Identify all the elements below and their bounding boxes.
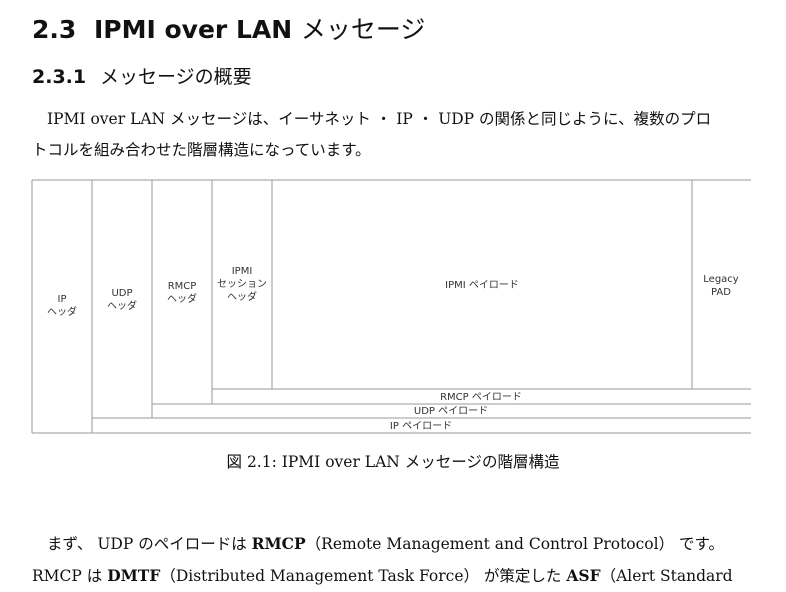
ipmi-session-header-label-2: セッション	[217, 278, 267, 290]
section-title-jp: メッセージ	[300, 15, 426, 44]
body-paragraph: まず、 UDP のペイロードは RMCP（Remote Management a…	[32, 528, 754, 592]
intro-paragraph: IPMI over LAN メッセージは、イーサネット ・ IP ・ UDP の…	[32, 104, 754, 166]
udp-header-label-2: ヘッダ	[107, 299, 137, 312]
figure-caption: 図 2.1: IPMI over LAN メッセージの階層構造	[226, 453, 560, 471]
section-heading: 2.3 IPMI over LAN メッセージ	[32, 10, 425, 46]
term-asf: ASF	[566, 566, 601, 585]
body-text-2: （Remote Management and Control Protocol）…	[305, 535, 724, 553]
rmcp-header-label-2: ヘッダ	[167, 292, 197, 305]
protocol-layer-diagram: IP ヘッダ UDP ヘッダ RMCP ヘッダ IPMI セッション ヘッダ I…	[31, 179, 751, 434]
term-rmcp: RMCP	[251, 534, 306, 553]
rmcp-payload-label: RMCP ペイロード	[440, 392, 522, 403]
ip-header-label-2: ヘッダ	[47, 305, 77, 318]
intro-line-2: トコルを組み合わせた階層構造になっています。	[32, 141, 371, 159]
ip-header-label-1: IP	[58, 294, 67, 305]
subsection-number: 2.3.1	[32, 66, 87, 88]
subsection-heading: 2.3.1 メッセージの概要	[32, 62, 252, 89]
ipmi-session-header-label-1: IPMI	[232, 266, 253, 277]
udp-header-label-1: UDP	[111, 288, 132, 299]
body-text-1: まず、 UDP のペイロードは	[47, 535, 252, 553]
term-dmtf: DMTF	[107, 566, 161, 585]
udp-payload-label: UDP ペイロード	[414, 406, 488, 417]
body-text-3: RMCP は	[32, 567, 108, 585]
ipmi-payload-label: IPMI ペイロード	[445, 280, 519, 291]
legacy-pad-label-1: Legacy	[703, 274, 739, 285]
body-text-5: （Alert Standard	[600, 567, 733, 585]
body-text-4: （Distributed Management Task Force） が策定し…	[160, 567, 567, 585]
section-number: 2.3	[32, 15, 77, 44]
intro-line-1: IPMI over LAN メッセージは、イーサネット ・ IP ・ UDP の…	[47, 110, 712, 128]
subsection-title: メッセージの概要	[100, 66, 252, 88]
section-title-latin: IPMI over LAN	[94, 15, 293, 44]
legacy-pad-label-2: PAD	[711, 287, 731, 298]
ip-payload-label: IP ペイロード	[390, 421, 452, 432]
rmcp-header-label-1: RMCP	[168, 281, 197, 292]
ipmi-session-header-label-3: ヘッダ	[227, 290, 257, 303]
